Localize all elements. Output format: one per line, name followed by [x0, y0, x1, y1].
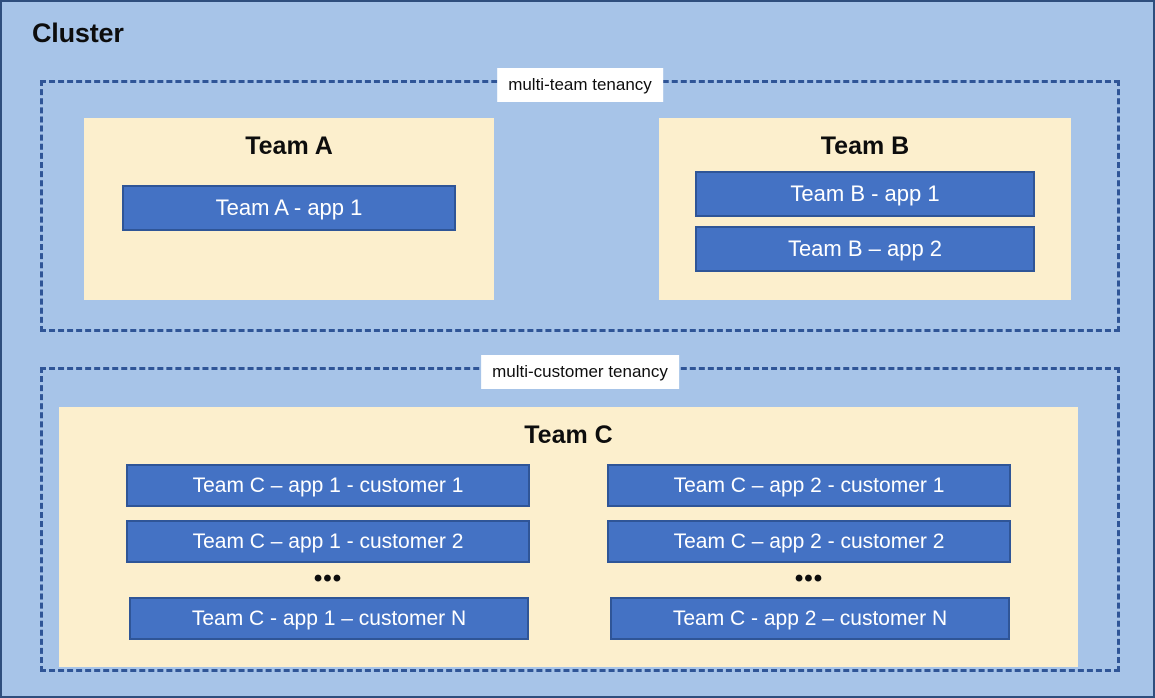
- tenancy-group-multi-team: multi-team tenancy: [40, 68, 1120, 332]
- app-box-team-a-app-1[interactable]: Team A - app 1: [122, 185, 456, 231]
- team-c-columns: Team C – app 1 - customer 1 Team C – app…: [59, 464, 1078, 640]
- team-title-team-a: Team A: [245, 132, 333, 160]
- app-box-team-b-app-2[interactable]: Team B – app 2: [695, 226, 1035, 272]
- ellipsis-team-c-app-2: •••: [794, 565, 824, 592]
- app-box-team-c-app-1-customer-1[interactable]: Team C – app 1 - customer 1: [126, 464, 530, 507]
- tenancy-label-multi-customer: multi-customer tenancy: [481, 355, 679, 390]
- team-a-app-list: Team A - app 1: [122, 185, 456, 231]
- ellipsis-team-c-app-1: •••: [313, 565, 343, 592]
- app-box-team-c-app-2-customer-2[interactable]: Team C – app 2 - customer 2: [607, 520, 1011, 563]
- app-box-team-c-app-1-customer-2[interactable]: Team C – app 1 - customer 2: [126, 520, 530, 563]
- tenancy-group-multi-customer: multi-customer tenancy: [40, 355, 1120, 672]
- team-c-column-app-2: Team C – app 2 - customer 1 Team C – app…: [607, 464, 1011, 640]
- team-c-column-app-1: Team C – app 1 - customer 1 Team C – app…: [126, 464, 530, 640]
- app-box-team-c-app-1-customer-n[interactable]: Team C - app 1 – customer N: [129, 597, 529, 640]
- cluster-title: Cluster: [32, 18, 124, 48]
- team-panel-team-a: Team A Team A - app 1: [84, 118, 494, 300]
- app-box-team-c-app-2-customer-1[interactable]: Team C – app 2 - customer 1: [607, 464, 1011, 507]
- team-panel-team-b: Team B Team B - app 1 Team B – app 2: [659, 118, 1071, 300]
- team-b-app-list: Team B - app 1 Team B – app 2: [695, 171, 1035, 272]
- team-title-team-b: Team B: [820, 132, 910, 160]
- app-box-team-b-app-1[interactable]: Team B - app 1: [695, 171, 1035, 217]
- team-title-team-c: Team C: [524, 421, 613, 449]
- tenancy-label-multi-team: multi-team tenancy: [497, 68, 663, 103]
- team-panel-team-c: Team C Team C – app 1 - customer 1 Team …: [59, 407, 1078, 667]
- app-box-team-c-app-2-customer-n[interactable]: Team C - app 2 – customer N: [610, 597, 1010, 640]
